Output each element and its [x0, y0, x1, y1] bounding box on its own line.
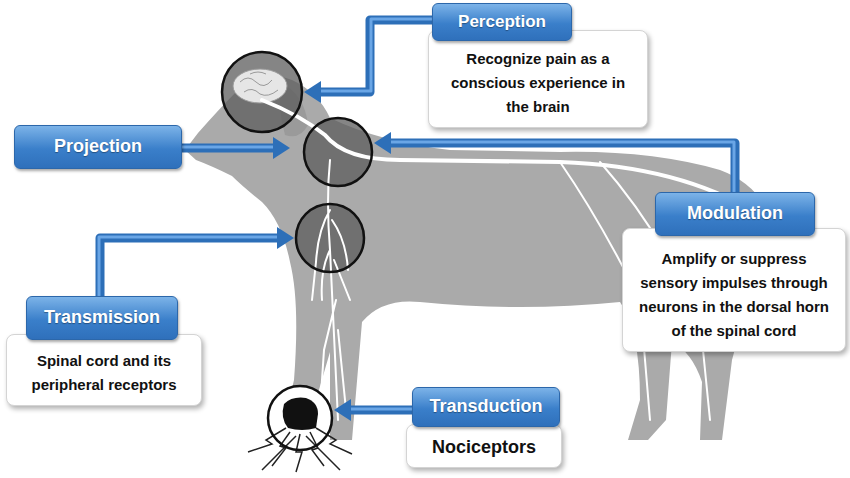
- description-text: Amplify or suppress sensory impulses thr…: [633, 247, 835, 343]
- arrowhead: [273, 137, 290, 159]
- leader-arrow-highlight: [182, 146, 274, 149]
- heading-text: Perception: [458, 12, 546, 32]
- stage-heading: Perception: [432, 3, 572, 41]
- leader-arrow: [182, 144, 274, 153]
- brain-circle: [222, 52, 302, 132]
- paw-circle: [268, 386, 332, 450]
- leader-arrow-highlight: [390, 142, 734, 192]
- leader-arrow: [390, 143, 735, 192]
- stage-description: Recognize pain as a conscious experience…: [428, 30, 648, 128]
- stage-heading: Modulation: [655, 192, 815, 236]
- leader-arrow: [320, 20, 432, 92]
- chest-circle: [296, 204, 364, 272]
- arrowhead: [277, 227, 294, 249]
- heading-text: Transduction: [429, 396, 542, 418]
- heading-text: Projection: [54, 136, 142, 158]
- stage-heading: Transmission: [26, 296, 178, 340]
- neck-circle-fill: [304, 118, 372, 186]
- heading-text: Transmission: [44, 307, 160, 329]
- brain-folds: [240, 72, 278, 95]
- paw: [283, 398, 318, 430]
- leader-arrow-highlight: [320, 19, 432, 91]
- circle-outlines: [222, 52, 372, 450]
- heading-text: Modulation: [687, 203, 783, 225]
- neck-circle: [304, 118, 372, 186]
- arrowhead: [374, 132, 391, 154]
- leader-arrow: [350, 406, 412, 415]
- focus-circles: [222, 52, 372, 450]
- leader-arrow-highlight: [350, 408, 412, 411]
- leader-arrow: [100, 238, 278, 296]
- arrowhead: [304, 81, 321, 103]
- paw-circle-fill: [268, 386, 332, 450]
- description-text: Spinal cord and its peripheral receptors: [17, 349, 191, 397]
- description-text: Nociceptors: [417, 435, 551, 459]
- leader-arrow-highlight: [99, 237, 278, 296]
- stage-description: Amplify or suppress sensory impulses thr…: [622, 228, 846, 352]
- description-text: Recognize pain as a conscious experience…: [439, 47, 637, 119]
- arrowhead: [334, 399, 351, 421]
- stage-description: Nociceptors: [406, 424, 562, 468]
- stage-heading: Transduction: [412, 387, 560, 427]
- brain-circle-fill: [222, 52, 302, 132]
- stage-description: Spinal cord and its peripheral receptors: [6, 334, 202, 406]
- stage-heading: Projection: [14, 125, 182, 169]
- brain: [233, 69, 287, 103]
